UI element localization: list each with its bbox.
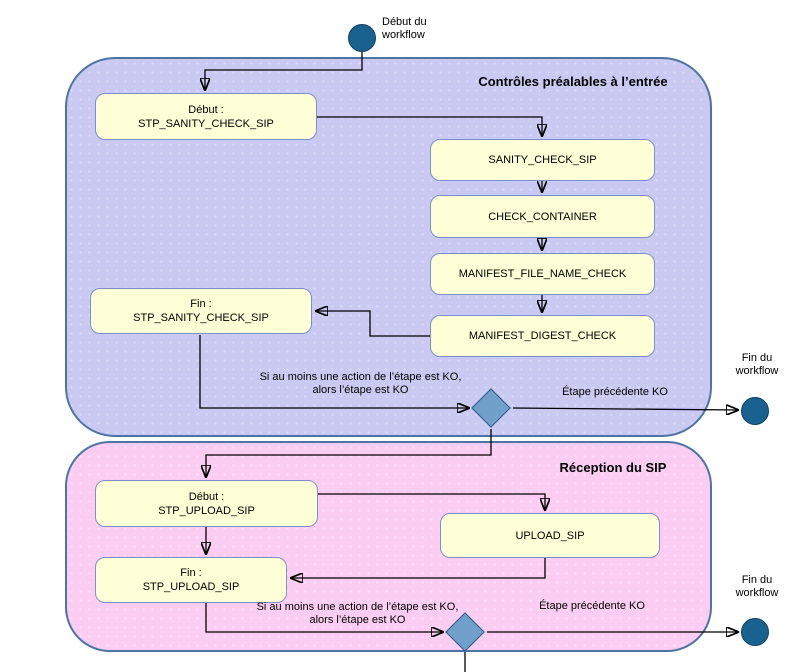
task-upload-sip: UPLOAD_SIP — [440, 513, 660, 558]
group-title-reception: Réception du SIP — [559, 460, 667, 475]
task-fin-stp-upload-sip: Fin : STP_UPLOAD_SIP — [95, 557, 287, 603]
task-debut-stp-sanity-check-sip: Début : STP_SANITY_CHECK_SIP — [95, 93, 317, 140]
task-debut-stp-upload-sip: Début : STP_UPLOAD_SIP — [95, 480, 318, 527]
task-check-container: CHECK_CONTAINER — [430, 195, 655, 238]
condition-ko-label-bottom: Si au moins une action de l’étape est KO… — [256, 601, 459, 626]
end-node-top — [741, 397, 769, 425]
task-fin-stp-sanity-check-sip: Fin : STP_SANITY_CHECK_SIP — [90, 288, 312, 334]
task-manifest-digest-check: MANIFEST_DIGEST_CHECK — [430, 315, 655, 357]
condition-ko-label-top: Si au moins une action de l’étape est KO… — [259, 371, 462, 396]
end-node-bottom-label: Fin du workflow — [735, 574, 779, 599]
etape-precedente-ko-label-top: Étape précédente KO — [562, 386, 668, 398]
etape-precedente-ko-label-bottom: Étape précédente KO — [539, 600, 645, 612]
end-node-bottom — [741, 618, 769, 646]
group-title-controles: Contrôles préalables à l’entrée — [478, 74, 668, 89]
start-node — [348, 24, 376, 52]
task-sanity-check-sip: SANITY_CHECK_SIP — [430, 139, 655, 181]
start-node-label: Début du workflow — [382, 16, 427, 41]
end-node-top-label: Fin du workflow — [735, 352, 779, 377]
task-manifest-file-name-check: MANIFEST_FILE_NAME_CHECK — [430, 253, 655, 295]
